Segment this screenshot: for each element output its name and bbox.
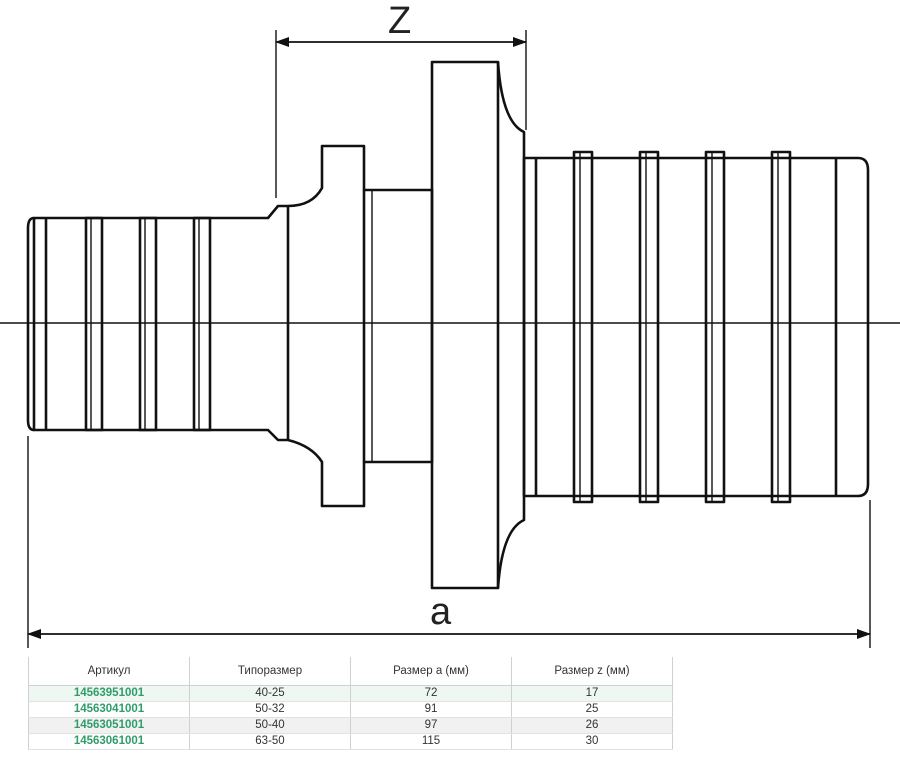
dimension-z-label: Z <box>388 0 411 42</box>
specification-table: Артикул Типоразмер Размер а (мм) Размер … <box>28 657 673 750</box>
dimension-a-cell: 72 <box>350 685 512 702</box>
size-cell: 50-40 <box>189 717 351 734</box>
size-cell: 50-32 <box>189 701 351 718</box>
header-size: Типоразмер <box>189 657 351 686</box>
size-cell: 40-25 <box>189 685 351 702</box>
fitting-drawing: Z a <box>0 0 900 648</box>
article-cell: 14563951001 <box>28 685 190 702</box>
table-row: 14563951001 40-25 72 17 <box>28 685 673 702</box>
dimension-z-cell: 25 <box>511 701 673 718</box>
article-cell: 14563041001 <box>28 701 190 718</box>
dimension-a-cell: 97 <box>350 717 512 734</box>
dimension-z <box>275 30 527 198</box>
size-cell: 63-50 <box>189 733 351 750</box>
table-row: 14563041001 50-32 91 25 <box>28 701 673 718</box>
article-cell: 14563061001 <box>28 733 190 750</box>
header-dimension-a: Размер а (мм) <box>350 657 512 686</box>
table-row: 14563061001 63-50 115 30 <box>28 733 673 750</box>
dimension-a <box>27 436 871 648</box>
right-spigot <box>522 150 870 504</box>
table-row: 14563051001 50-40 97 26 <box>28 717 673 734</box>
article-cell: 14563051001 <box>28 717 190 734</box>
dimension-a-cell: 91 <box>350 701 512 718</box>
dimension-z-cell: 17 <box>511 685 673 702</box>
small-collar <box>287 144 434 508</box>
dimension-a-cell: 115 <box>350 733 512 750</box>
dimension-a-label: a <box>430 591 452 633</box>
header-dimension-z: Размер z (мм) <box>511 657 673 686</box>
dimension-z-cell: 30 <box>511 733 673 750</box>
header-article: Артикул <box>28 657 190 686</box>
large-flange <box>430 60 526 590</box>
dimension-z-cell: 26 <box>511 717 673 734</box>
table-header-row: Артикул Типоразмер Размер а (мм) Размер … <box>28 657 673 686</box>
